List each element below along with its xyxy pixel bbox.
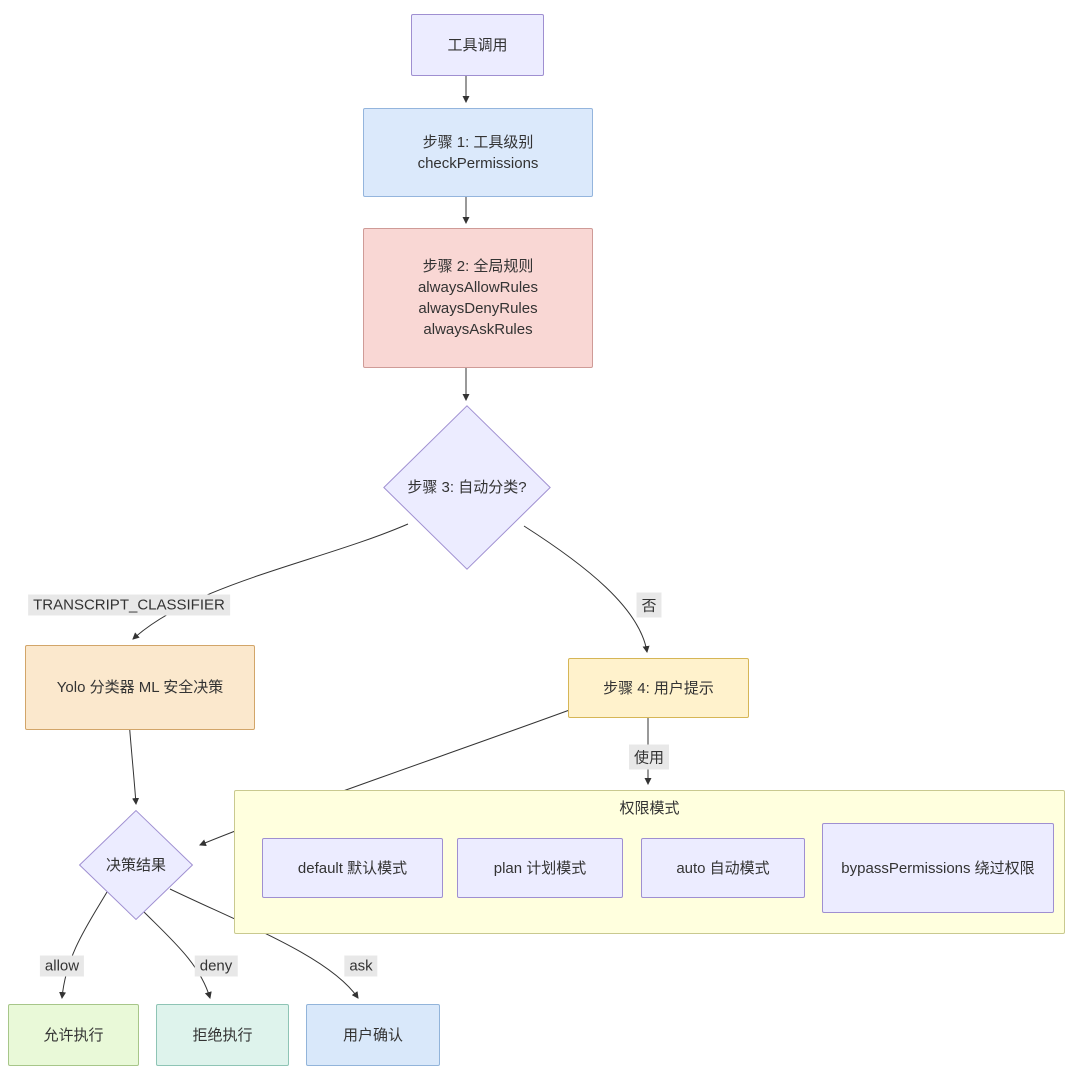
- node-mode-auto-label: auto 自动模式: [676, 859, 770, 877]
- node-decision-result: 决策结果: [79, 810, 193, 920]
- node-step2-line3: alwaysDenyRules: [418, 300, 538, 317]
- edge-label-use: 使用: [628, 744, 670, 770]
- edge-label-ask: ask: [344, 955, 378, 977]
- node-step3-decision: 步骤 3: 自动分类?: [383, 405, 551, 570]
- edge-label-no: 否: [636, 592, 662, 618]
- node-step4-label: 步骤 4: 用户提示: [603, 679, 714, 697]
- node-decision-label: 决策结果: [105, 856, 166, 874]
- edge-label-allow: allow: [39, 955, 85, 977]
- node-deny-exec: 拒绝执行: [156, 1004, 289, 1066]
- node-user-confirm: 用户确认: [306, 1004, 440, 1066]
- node-mode-auto: auto 自动模式: [641, 838, 805, 898]
- node-mode-plan: plan 计划模式: [457, 838, 623, 898]
- edge-decision-ask: [169, 888, 359, 999]
- node-tool-call: 工具调用: [411, 14, 544, 76]
- perm-modes-title: 权限模式: [619, 800, 680, 817]
- node-allow-exec-label: 允许执行: [43, 1026, 104, 1044]
- edge-decision-deny: [142, 910, 212, 1000]
- node-mode-bypass-label: bypassPermissions 绕过权限: [841, 859, 1035, 877]
- node-user-confirm-label: 用户确认: [342, 1026, 403, 1044]
- node-yolo-classifier: Yolo 分类器 ML 安全决策: [25, 645, 255, 730]
- diamond-shape: [79, 810, 193, 920]
- node-tool-call-label: 工具调用: [447, 36, 508, 54]
- edge-yolo-decision: [128, 719, 140, 806]
- node-step1-line1: 步骤 1: 工具级别: [422, 133, 534, 151]
- node-yolo-label: Yolo 分类器 ML 安全决策: [56, 679, 224, 696]
- node-step2: 步骤 2: 全局规则 alwaysAllowRules alwaysDenyRu…: [363, 228, 593, 368]
- node-allow-exec: 允许执行: [8, 1004, 139, 1066]
- edge-step3-yolo: [132, 523, 409, 640]
- diamond-shape: [383, 405, 551, 570]
- node-mode-default-label: default 默认模式: [297, 859, 408, 877]
- node-step2-line4: alwaysAskRules: [423, 321, 533, 338]
- edge-step3-step4: [523, 525, 650, 654]
- node-step4: 步骤 4: 用户提示: [568, 658, 749, 718]
- node-step2-line2: alwaysAllowRules: [417, 279, 539, 296]
- node-step1-line2: checkPermissions: [417, 154, 539, 172]
- node-mode-default: default 默认模式: [262, 838, 443, 898]
- node-step1: 步骤 1: 工具级别 checkPermissions: [363, 108, 593, 197]
- edge-label-transcript-classifier: TRANSCRIPT_CLASSIFIER: [28, 594, 230, 616]
- node-step3-label: 步骤 3: 自动分类?: [407, 479, 527, 496]
- node-mode-plan-label: plan 计划模式: [493, 859, 587, 877]
- edge-decision-allow: [59, 891, 108, 1000]
- node-deny-exec-label: 拒绝执行: [192, 1026, 253, 1044]
- node-mode-bypass: bypassPermissions 绕过权限: [822, 823, 1054, 913]
- node-step2-line1: 步骤 2: 全局规则: [422, 258, 534, 275]
- edge-label-deny: deny: [194, 955, 238, 977]
